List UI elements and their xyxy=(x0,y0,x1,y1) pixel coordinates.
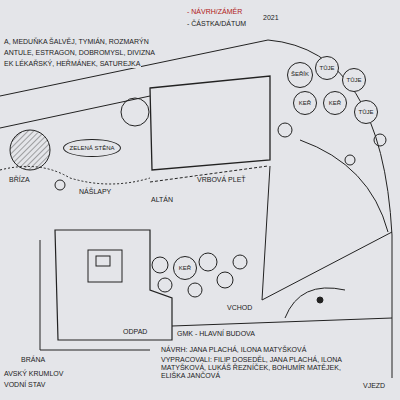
plant-circle: TŮJE xyxy=(315,56,339,80)
plant-circle: KEŘ xyxy=(323,91,347,115)
plant-circle: ŠEŘÍK xyxy=(287,62,313,88)
well-dot xyxy=(317,297,323,303)
plan-label: VODNÍ STAV xyxy=(3,381,46,389)
property-line xyxy=(262,166,270,300)
plant-circle: TŮJE xyxy=(354,100,378,124)
plan-label: ODPAD xyxy=(122,328,148,336)
plan-label: VYPRACOVALI: FILIP DOSEDĚL, JANA PLACHÁ,… xyxy=(160,356,358,380)
entrance-arc xyxy=(285,288,345,318)
right-boundary xyxy=(392,235,393,378)
plant-name: TŮJE xyxy=(347,77,362,84)
plan-label: A, MEDUŇKA ŠALVĚJ, TYMIÁN, ROZMARÝN xyxy=(3,38,150,46)
property-line xyxy=(262,232,392,300)
plan-label: - NÁVRH/ZÁMĚR xyxy=(186,8,243,16)
tree xyxy=(55,180,65,190)
shrub xyxy=(374,134,386,146)
left-wall xyxy=(40,240,150,350)
lawn-rectangle xyxy=(150,76,270,170)
plant-name: TŮJE xyxy=(320,65,335,72)
inner-court xyxy=(88,250,122,282)
old-building xyxy=(55,230,172,340)
plan-label: ANTULE, ESTRAGON, DOBROMYSL, DIVIZNA xyxy=(3,49,156,57)
plant-circle: KEŘ xyxy=(293,91,317,115)
shrub xyxy=(158,278,172,292)
plan-label: NÁŠLAPY xyxy=(78,188,112,196)
plant-name: KEŘ xyxy=(299,100,311,107)
shrub xyxy=(199,253,217,271)
inner-court xyxy=(96,256,110,266)
plant-circle: TŮJE xyxy=(342,68,366,92)
plan-label: EK LÉKAŘSKÝ, HEŘMÁNEK, SATUREJKA xyxy=(3,60,141,68)
shrub xyxy=(152,257,168,273)
plan-label: VRBOVÁ PLEŤ xyxy=(196,176,247,184)
shrub xyxy=(188,283,202,297)
shrub xyxy=(217,272,233,288)
plan-label: BRÁNA xyxy=(20,356,46,364)
herb-strip xyxy=(0,40,268,96)
garden-inner-curve xyxy=(300,140,388,232)
tree xyxy=(10,130,50,170)
plant-name: KEŘ xyxy=(329,100,341,107)
plan-label: GMK - HLAVNÍ BUDOVA xyxy=(176,330,256,338)
shrub xyxy=(233,255,247,269)
plan-label: VCHOD xyxy=(226,304,253,312)
plan-label: NÁVRH: JANA PLACHÁ, ILONA MATYŠKOVÁ xyxy=(160,346,307,354)
shrub xyxy=(345,155,355,165)
herb-strip xyxy=(0,96,150,128)
tree xyxy=(121,98,149,126)
plan-label: BŘÍZA xyxy=(8,176,31,184)
plant-name: TŮJE xyxy=(359,109,374,116)
plant-circle: KEŘ xyxy=(173,256,197,280)
plant-circle: ZELENÁ STĚNA xyxy=(63,139,120,157)
building-line xyxy=(172,318,392,326)
plan-label: VJEZD xyxy=(362,382,386,390)
plan-label: ALTÁN xyxy=(150,196,174,204)
garden-boundary xyxy=(268,40,392,235)
plant-name: KEŘ xyxy=(179,265,191,272)
plant-name: ZELENÁ STĚNA xyxy=(69,145,114,152)
plan-label: 2021 xyxy=(262,14,280,22)
shrub xyxy=(278,123,292,137)
plan-label: AVSKÝ KRUMLOV xyxy=(3,370,64,378)
plant-name: ŠEŘÍK xyxy=(291,71,309,78)
plan-label: - ČÁSTKA/DÁTUM xyxy=(186,20,247,28)
